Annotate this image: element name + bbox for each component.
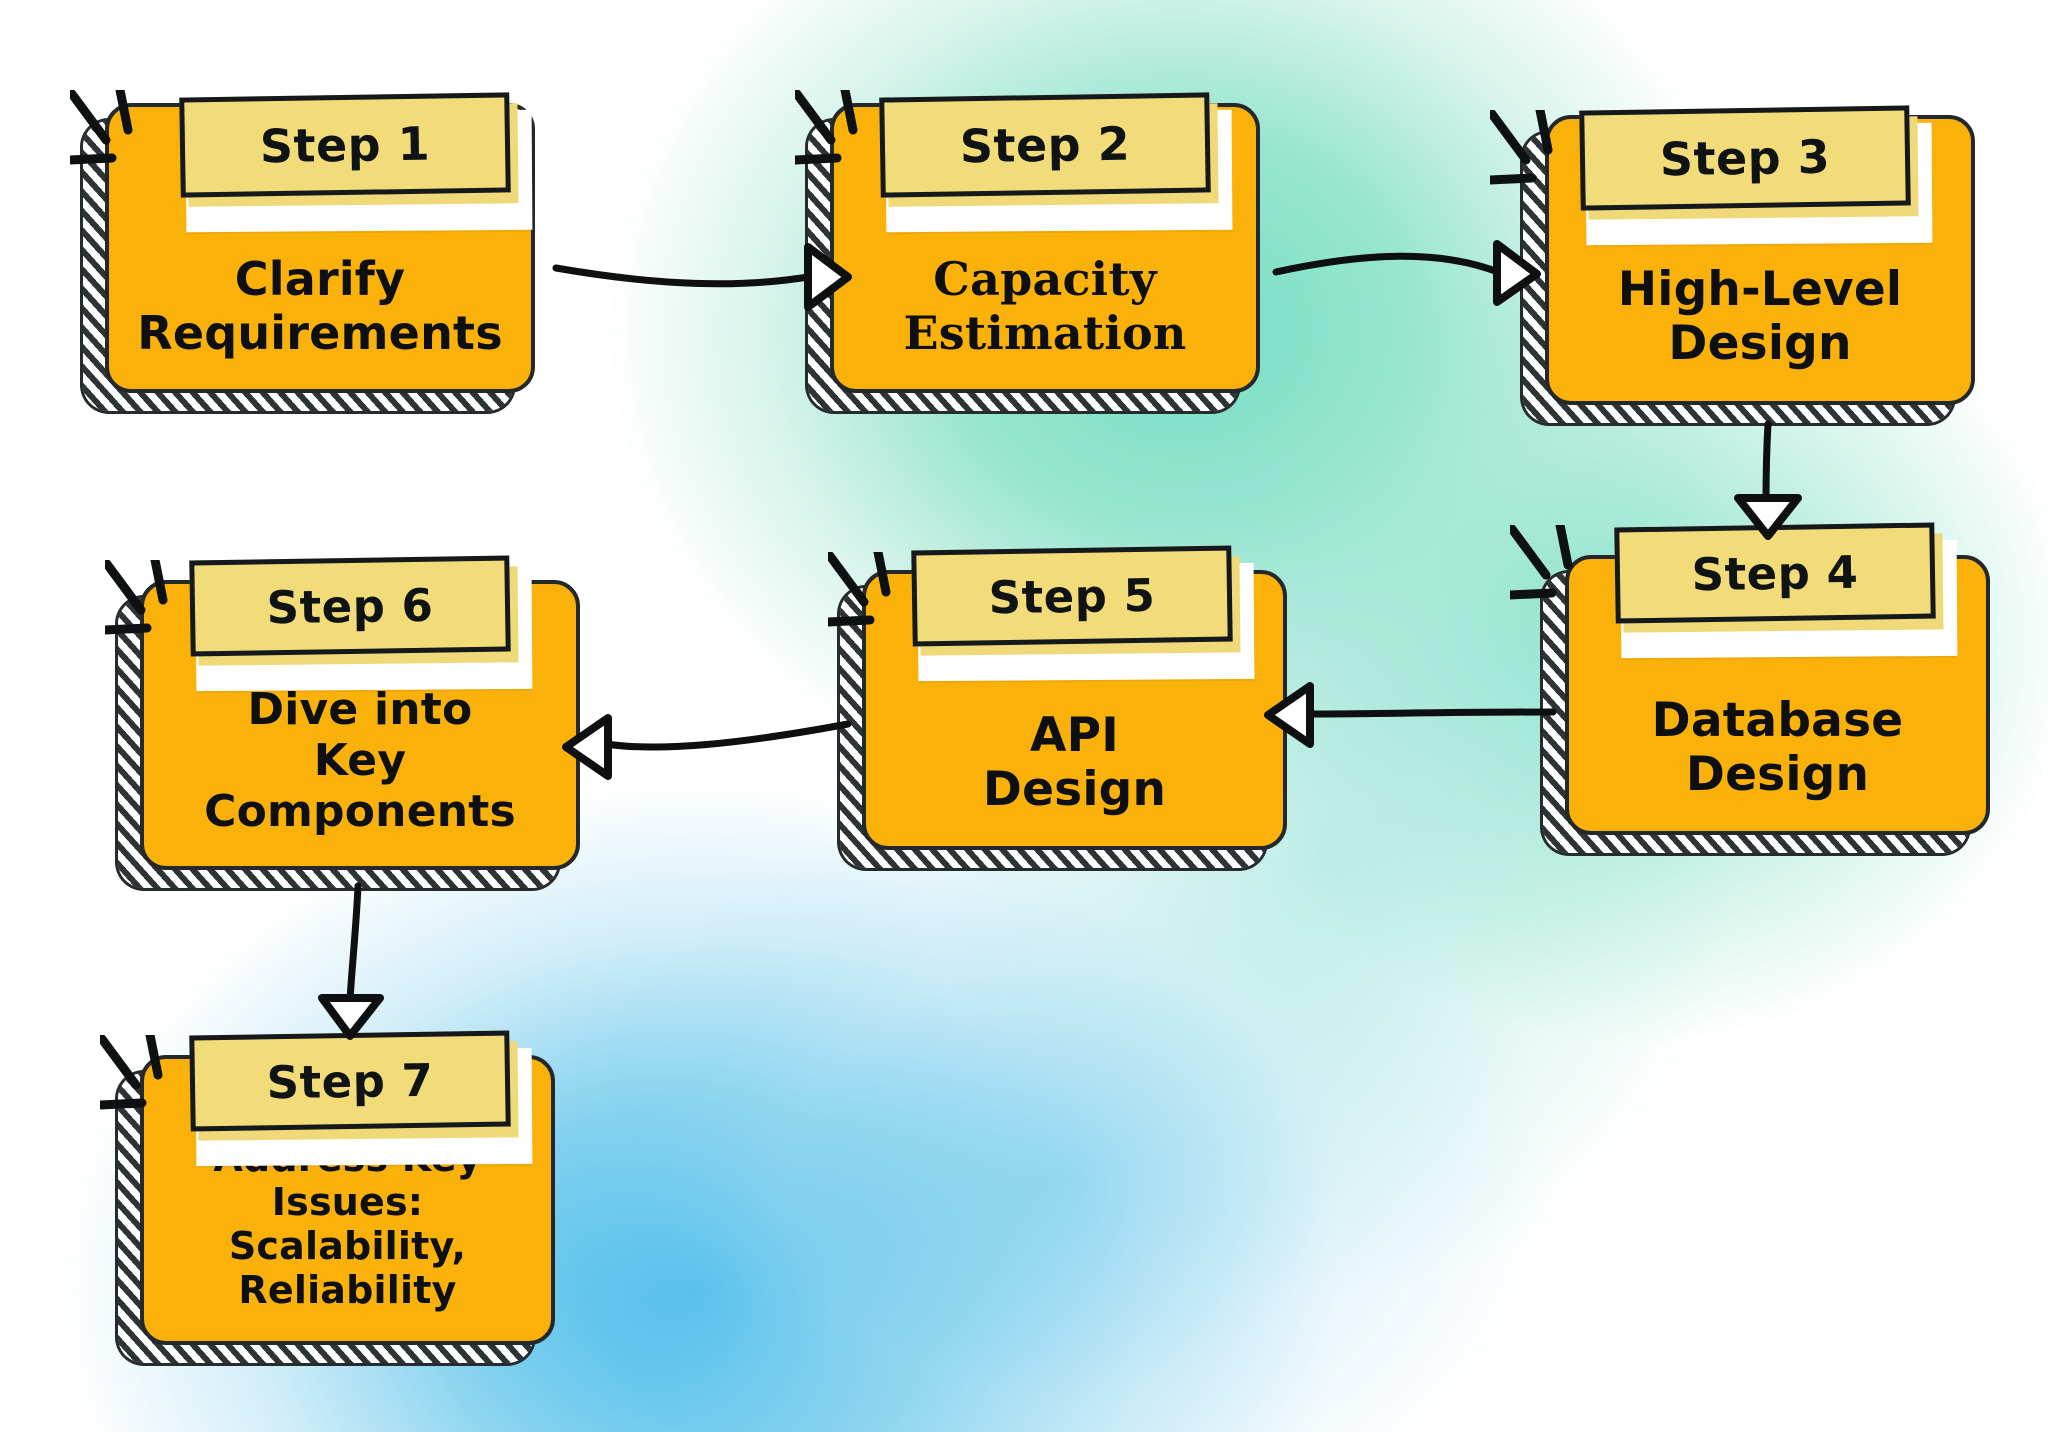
card-body-inner: API Design bbox=[866, 574, 1283, 846]
spark-short-vertical bbox=[1555, 525, 1573, 570]
spark-short-vertical bbox=[145, 1035, 163, 1080]
spark-horizontal bbox=[795, 153, 842, 165]
step-tab-7[interactable]: Step 7 bbox=[189, 1030, 511, 1132]
spark-icon bbox=[105, 560, 168, 635]
step-label-5: API Design bbox=[982, 707, 1167, 818]
spark-long-diagonal bbox=[100, 1035, 141, 1090]
spark-horizontal bbox=[70, 153, 117, 165]
step-tab-label-7: Step 7 bbox=[266, 1053, 434, 1109]
card-body-inner: High-Level Design bbox=[1549, 119, 1971, 401]
spark-short-vertical bbox=[873, 552, 891, 597]
spark-long-diagonal bbox=[1510, 525, 1551, 580]
spark-short-vertical bbox=[115, 90, 133, 135]
step-label-6: Dive into Key Components bbox=[204, 683, 516, 837]
card-body-inner: Database Design bbox=[1569, 559, 1986, 831]
spark-horizontal bbox=[100, 1098, 147, 1110]
spark-long-diagonal bbox=[828, 552, 869, 607]
step-label-2: Capacity Estimation bbox=[903, 252, 1187, 360]
spark-long-diagonal bbox=[1490, 110, 1531, 165]
spark-horizontal bbox=[828, 615, 875, 627]
spark-icon bbox=[828, 552, 891, 627]
spark-icon bbox=[100, 1035, 163, 1110]
card-body-inner: Dive into Key Components bbox=[144, 584, 576, 866]
step-label-4: Database Design bbox=[1651, 692, 1904, 803]
spark-icon bbox=[1490, 110, 1553, 185]
step-label-1: Clarify Requirements bbox=[137, 252, 503, 360]
card-body-inner: Clarify Requirements bbox=[109, 107, 531, 389]
spark-icon bbox=[70, 90, 133, 165]
spark-horizontal bbox=[1510, 588, 1557, 600]
step-label-3: High-Level Design bbox=[1617, 261, 1903, 372]
spark-short-vertical bbox=[1535, 110, 1553, 155]
spark-long-diagonal bbox=[795, 90, 836, 145]
spark-horizontal bbox=[105, 623, 152, 635]
spark-icon bbox=[1510, 525, 1573, 600]
spark-long-diagonal bbox=[70, 90, 111, 145]
spark-short-vertical bbox=[840, 90, 858, 135]
spark-horizontal bbox=[1490, 173, 1537, 185]
spark-long-diagonal bbox=[105, 560, 146, 615]
spark-short-vertical bbox=[150, 560, 168, 605]
card-body-inner: Capacity Estimation bbox=[834, 107, 1256, 389]
spark-icon bbox=[795, 90, 858, 165]
